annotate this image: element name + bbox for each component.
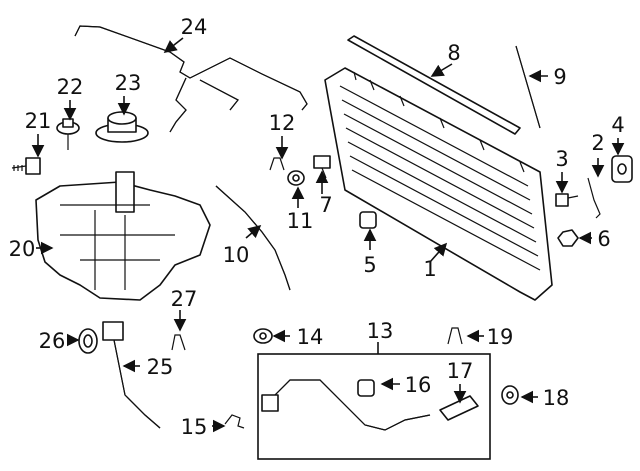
callout-16: 16: [405, 373, 432, 397]
part-4-mount: [611, 155, 633, 183]
callout-19: 19: [487, 325, 514, 349]
part-16-fitting: [357, 379, 375, 397]
callout-labels: 1 2 3 4 5 6 7 8 9 10 11 12 13 14 15 16 1…: [9, 15, 625, 439]
callout-15: 15: [181, 415, 208, 439]
callout-27: 27: [171, 287, 198, 311]
part-25-hose: [102, 321, 161, 429]
part-27-clip: [171, 334, 186, 351]
callout-24: 24: [181, 15, 208, 39]
part-1-radiator: [324, 67, 553, 301]
part-11-washer: [287, 170, 305, 186]
part-5-grommet: [359, 211, 377, 229]
callout-6: 6: [597, 227, 610, 251]
part-24-tube: [74, 25, 308, 133]
part-10-hose: [215, 185, 291, 291]
callout-1: 1: [423, 257, 436, 281]
part-18-washer: [501, 385, 519, 405]
part-9-rod: [515, 45, 541, 129]
callout-25: 25: [147, 355, 174, 379]
part-17-connector: [439, 395, 479, 421]
part-22-pin: [56, 118, 80, 150]
callout-12: 12: [269, 111, 296, 135]
callout-4: 4: [611, 113, 624, 137]
part-14-washer: [253, 328, 273, 344]
part-8-seal-strip: [347, 35, 521, 135]
part-13-group-box: [257, 353, 491, 460]
callout-13: 13: [367, 319, 394, 343]
callout-8: 8: [447, 41, 460, 65]
callout-26: 26: [39, 329, 66, 353]
callout-3: 3: [555, 147, 568, 171]
callout-10: 10: [223, 243, 250, 267]
callout-17: 17: [447, 359, 474, 383]
part-6-nut: [557, 229, 579, 247]
callout-18: 18: [543, 386, 570, 410]
part-12-clip: [269, 157, 285, 171]
part-15-clip: [224, 414, 245, 429]
part-2-bracket: [587, 177, 601, 219]
callout-21: 21: [25, 109, 52, 133]
callout-22: 22: [57, 75, 84, 99]
callout-14: 14: [297, 325, 324, 349]
part-26-ring: [78, 328, 98, 354]
callout-23: 23: [115, 71, 142, 95]
callout-9: 9: [553, 65, 566, 89]
part-3-bolt: [555, 193, 579, 207]
part-23-cap: [95, 111, 149, 143]
callout-11: 11: [287, 209, 314, 233]
callout-5: 5: [363, 253, 376, 277]
part-20-reservoir: [35, 171, 211, 301]
part-21-bolt: [11, 157, 41, 175]
part-19-clip: [447, 327, 463, 345]
leader-lines: [31, 37, 625, 433]
callout-20: 20: [9, 237, 36, 261]
callout-7: 7: [319, 193, 332, 217]
callout-2: 2: [591, 131, 604, 155]
